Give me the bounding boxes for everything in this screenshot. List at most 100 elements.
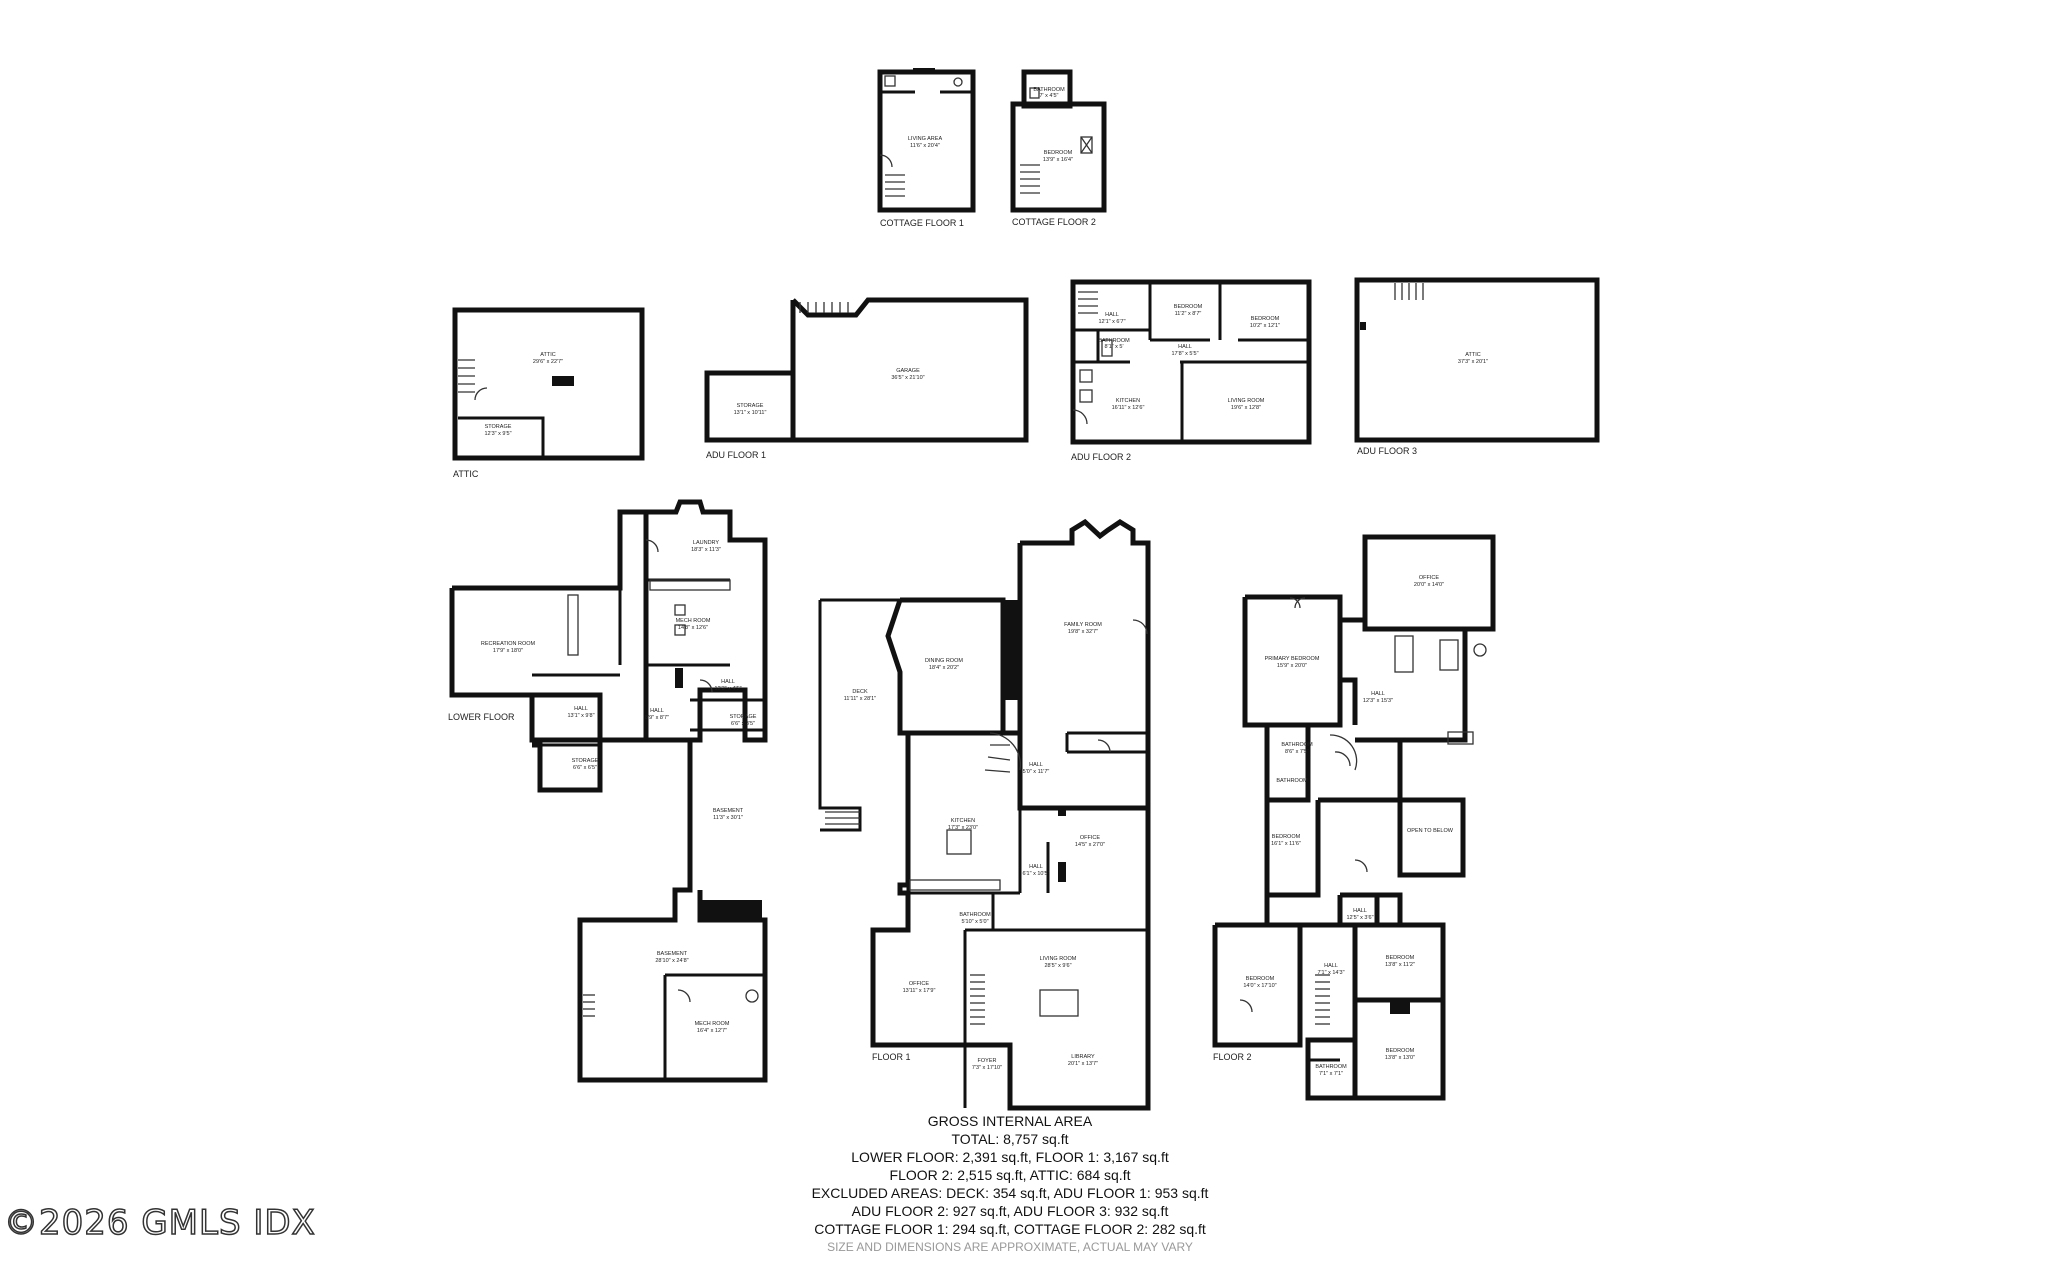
room-name: HALL: [1324, 963, 1338, 969]
room-dimensions: 11'2" x 8'7": [1175, 311, 1202, 317]
room-name: HALL: [574, 706, 588, 712]
room-dimensions: 19'8" x 32'7": [1068, 629, 1098, 635]
room-dimensions: 12'3" x 9'5": [484, 431, 511, 437]
floor-label: COTTAGE FLOOR 1: [880, 218, 964, 228]
room-dimensions: 12'3" x 15'3": [1363, 698, 1393, 704]
summary-line: LOWER FLOOR: 2,391 sq.ft, FLOOR 1: 3,167…: [851, 1149, 1169, 1165]
room-dimensions: 28'5" x 9'6": [1044, 963, 1071, 969]
area-summary: GROSS INTERNAL AREA TOTAL: 8,757 sq.ft L…: [760, 1112, 1260, 1256]
summary-line: EXCLUDED AREAS: DECK: 354 sq.ft, ADU FLO…: [811, 1185, 1209, 1201]
adu-floor-3: ATTIC 37'3" x 20'1" ADU FLOOR 3: [1354, 277, 1600, 456]
lower-floor: LAUNDRY 18'3" x 11'3" RECREATION ROOM 17…: [448, 499, 768, 1083]
room-dimensions: 37'3" x 20'1": [1458, 359, 1488, 365]
room-name: FAMILY ROOM: [1064, 622, 1102, 628]
room-name: BATHROOM: [1281, 742, 1313, 748]
floor-1: FAMILY ROOM 19'8" x 32'7" DINING ROOM 18…: [818, 518, 1151, 1111]
room-dimensions: 13'1" x 9'8": [567, 713, 594, 719]
room-name: BEDROOM: [1251, 316, 1280, 322]
room-name: BEDROOM: [1386, 955, 1415, 961]
cottage-floor-1: LIVING AREA 11'6" x 20'4" COTTAGE FLOOR …: [877, 68, 976, 228]
room-dimensions: 5'0" x 11'7": [1023, 769, 1050, 775]
room-name: KITCHEN: [951, 818, 975, 824]
room-name: HALL: [1178, 344, 1192, 350]
room-name: HALL: [650, 708, 664, 714]
adu-floor-2: HALL 12'1" x 6'7" BEDROOM 11'2" x 8'7" B…: [1070, 279, 1312, 462]
room-name: RECREATION ROOM: [481, 641, 536, 647]
room-dimensions: 14'0" x 17'10": [1243, 983, 1276, 989]
room-dimensions: 7'1" x 7'1": [1319, 1071, 1343, 1077]
room-dimensions: 16'1" x 11'6": [1271, 841, 1301, 847]
room-dimensions: 6'6" x 3'5": [731, 721, 755, 727]
room-name: HALL: [1105, 312, 1119, 318]
room-name: HALL: [1371, 691, 1385, 697]
room-name: BASEMENT: [657, 951, 688, 957]
floor-label: LOWER FLOOR: [448, 712, 515, 722]
room-name: ATTIC: [540, 352, 556, 358]
room-dimensions: 29'6" x 22'7": [533, 359, 563, 365]
floor-label: ADU FLOOR 3: [1357, 446, 1417, 456]
room-name: BATHROOM: [1276, 778, 1308, 784]
room-name: MECH ROOM: [695, 1021, 730, 1027]
room-name: OPEN TO BELOW: [1407, 828, 1454, 834]
room-name: LIVING ROOM: [1228, 398, 1265, 404]
room-name: LIBRARY: [1071, 1054, 1095, 1060]
room-dimensions: 6'6" x 6'5": [573, 765, 597, 771]
room-dimensions: 18'3" x 11'3": [691, 547, 721, 553]
room-dimensions: 6'1" x 10'5": [1022, 871, 1049, 877]
room-name: OFFICE: [1080, 835, 1100, 841]
room-name: HALL: [721, 679, 735, 685]
room-name: GARAGE: [896, 368, 920, 374]
room-dimensions: 14'8" x 12'6": [678, 625, 708, 631]
room-dimensions: 8'1" x 5': [1104, 344, 1123, 350]
floor-label: COTTAGE FLOOR 2: [1012, 217, 1096, 227]
floor-label: FLOOR 2: [1213, 1052, 1252, 1062]
room-dimensions: 11'3" x 30'1": [713, 815, 743, 821]
room-dimensions: 7'3" x 17'10": [972, 1065, 1002, 1071]
room-dimensions: 7' x 4'5": [1039, 93, 1058, 99]
room-name: PRIMARY BEDROOM: [1265, 656, 1320, 662]
room-dimensions: 5'10" x 5'0": [961, 919, 988, 925]
room-dimensions: 7'1" x 14'3": [1317, 970, 1344, 976]
room-name: LAUNDRY: [693, 540, 720, 546]
floor-label: FLOOR 1: [872, 1052, 911, 1062]
room-dimensions: 17'9" x 18'0": [493, 648, 523, 654]
room-dimensions: 14'5" x 27'0": [1075, 842, 1105, 848]
summary-line: COTTAGE FLOOR 1: 294 sq.ft, COTTAGE FLOO…: [814, 1221, 1206, 1237]
room-name: OFFICE: [1419, 575, 1439, 581]
room-dimensions: 17'3" x 23'0": [948, 825, 978, 831]
summary-disclaimer: SIZE AND DIMENSIONS ARE APPROXIMATE, ACT…: [827, 1240, 1193, 1254]
room-dimensions: 11'11" x 28'1": [844, 696, 876, 702]
room-name: STORAGE: [737, 403, 764, 409]
room-dimensions: 13'8" x 11'2": [1385, 962, 1415, 968]
room-dimensions: 11'6" x 20'4": [910, 143, 940, 149]
room-name: HALL: [1029, 864, 1043, 870]
room-name: BEDROOM: [1246, 976, 1275, 982]
room-name: DECK: [852, 689, 868, 695]
room-name: BEDROOM: [1174, 304, 1203, 310]
summary-line: ADU FLOOR 2: 927 sq.ft, ADU FLOOR 3: 932…: [851, 1203, 1169, 1219]
room-dimensions: 16'4" x 12'7": [697, 1028, 727, 1034]
summary-line: FLOOR 2: 2,515 sq.ft, ATTIC: 684 sq.ft: [889, 1167, 1131, 1183]
room-name: STORAGE: [485, 424, 512, 430]
room-name: BATHROOM: [1098, 338, 1130, 344]
room-name: STORAGE: [730, 714, 757, 720]
cottage-floor-2: BATHROOM 7' x 4'5" BEDROOM 13'9" x 16'4"…: [1010, 69, 1107, 227]
floor-label: ATTIC: [453, 469, 479, 479]
room-name: LIVING ROOM: [1040, 956, 1077, 962]
room-dimensions: 20'1" x 13'7": [1068, 1061, 1098, 1067]
room-name: KITCHEN: [1116, 398, 1140, 404]
room-name: HALL: [1353, 908, 1367, 914]
room-name: DINING ROOM: [925, 658, 963, 664]
room-name: HALL: [1029, 762, 1043, 768]
room-name: MECH ROOM: [676, 618, 711, 624]
room-dimensions: 36'5" x 21'10": [891, 375, 924, 381]
room-dimensions: 8'9" x 8'7": [645, 715, 669, 721]
room-dimensions: 17'8" x 5'5": [1171, 351, 1198, 357]
room-name: ATTIC: [1465, 352, 1481, 358]
summary-line: TOTAL: 8,757 sq.ft: [951, 1131, 1069, 1147]
room-dimensions: 13'1" x 10'11": [734, 410, 767, 416]
room-dimensions: 19'6" x 12'8": [1231, 405, 1261, 411]
room-dimensions: 18'4" x 20'2": [929, 665, 959, 671]
room-name: BATHROOM: [1315, 1064, 1347, 1070]
